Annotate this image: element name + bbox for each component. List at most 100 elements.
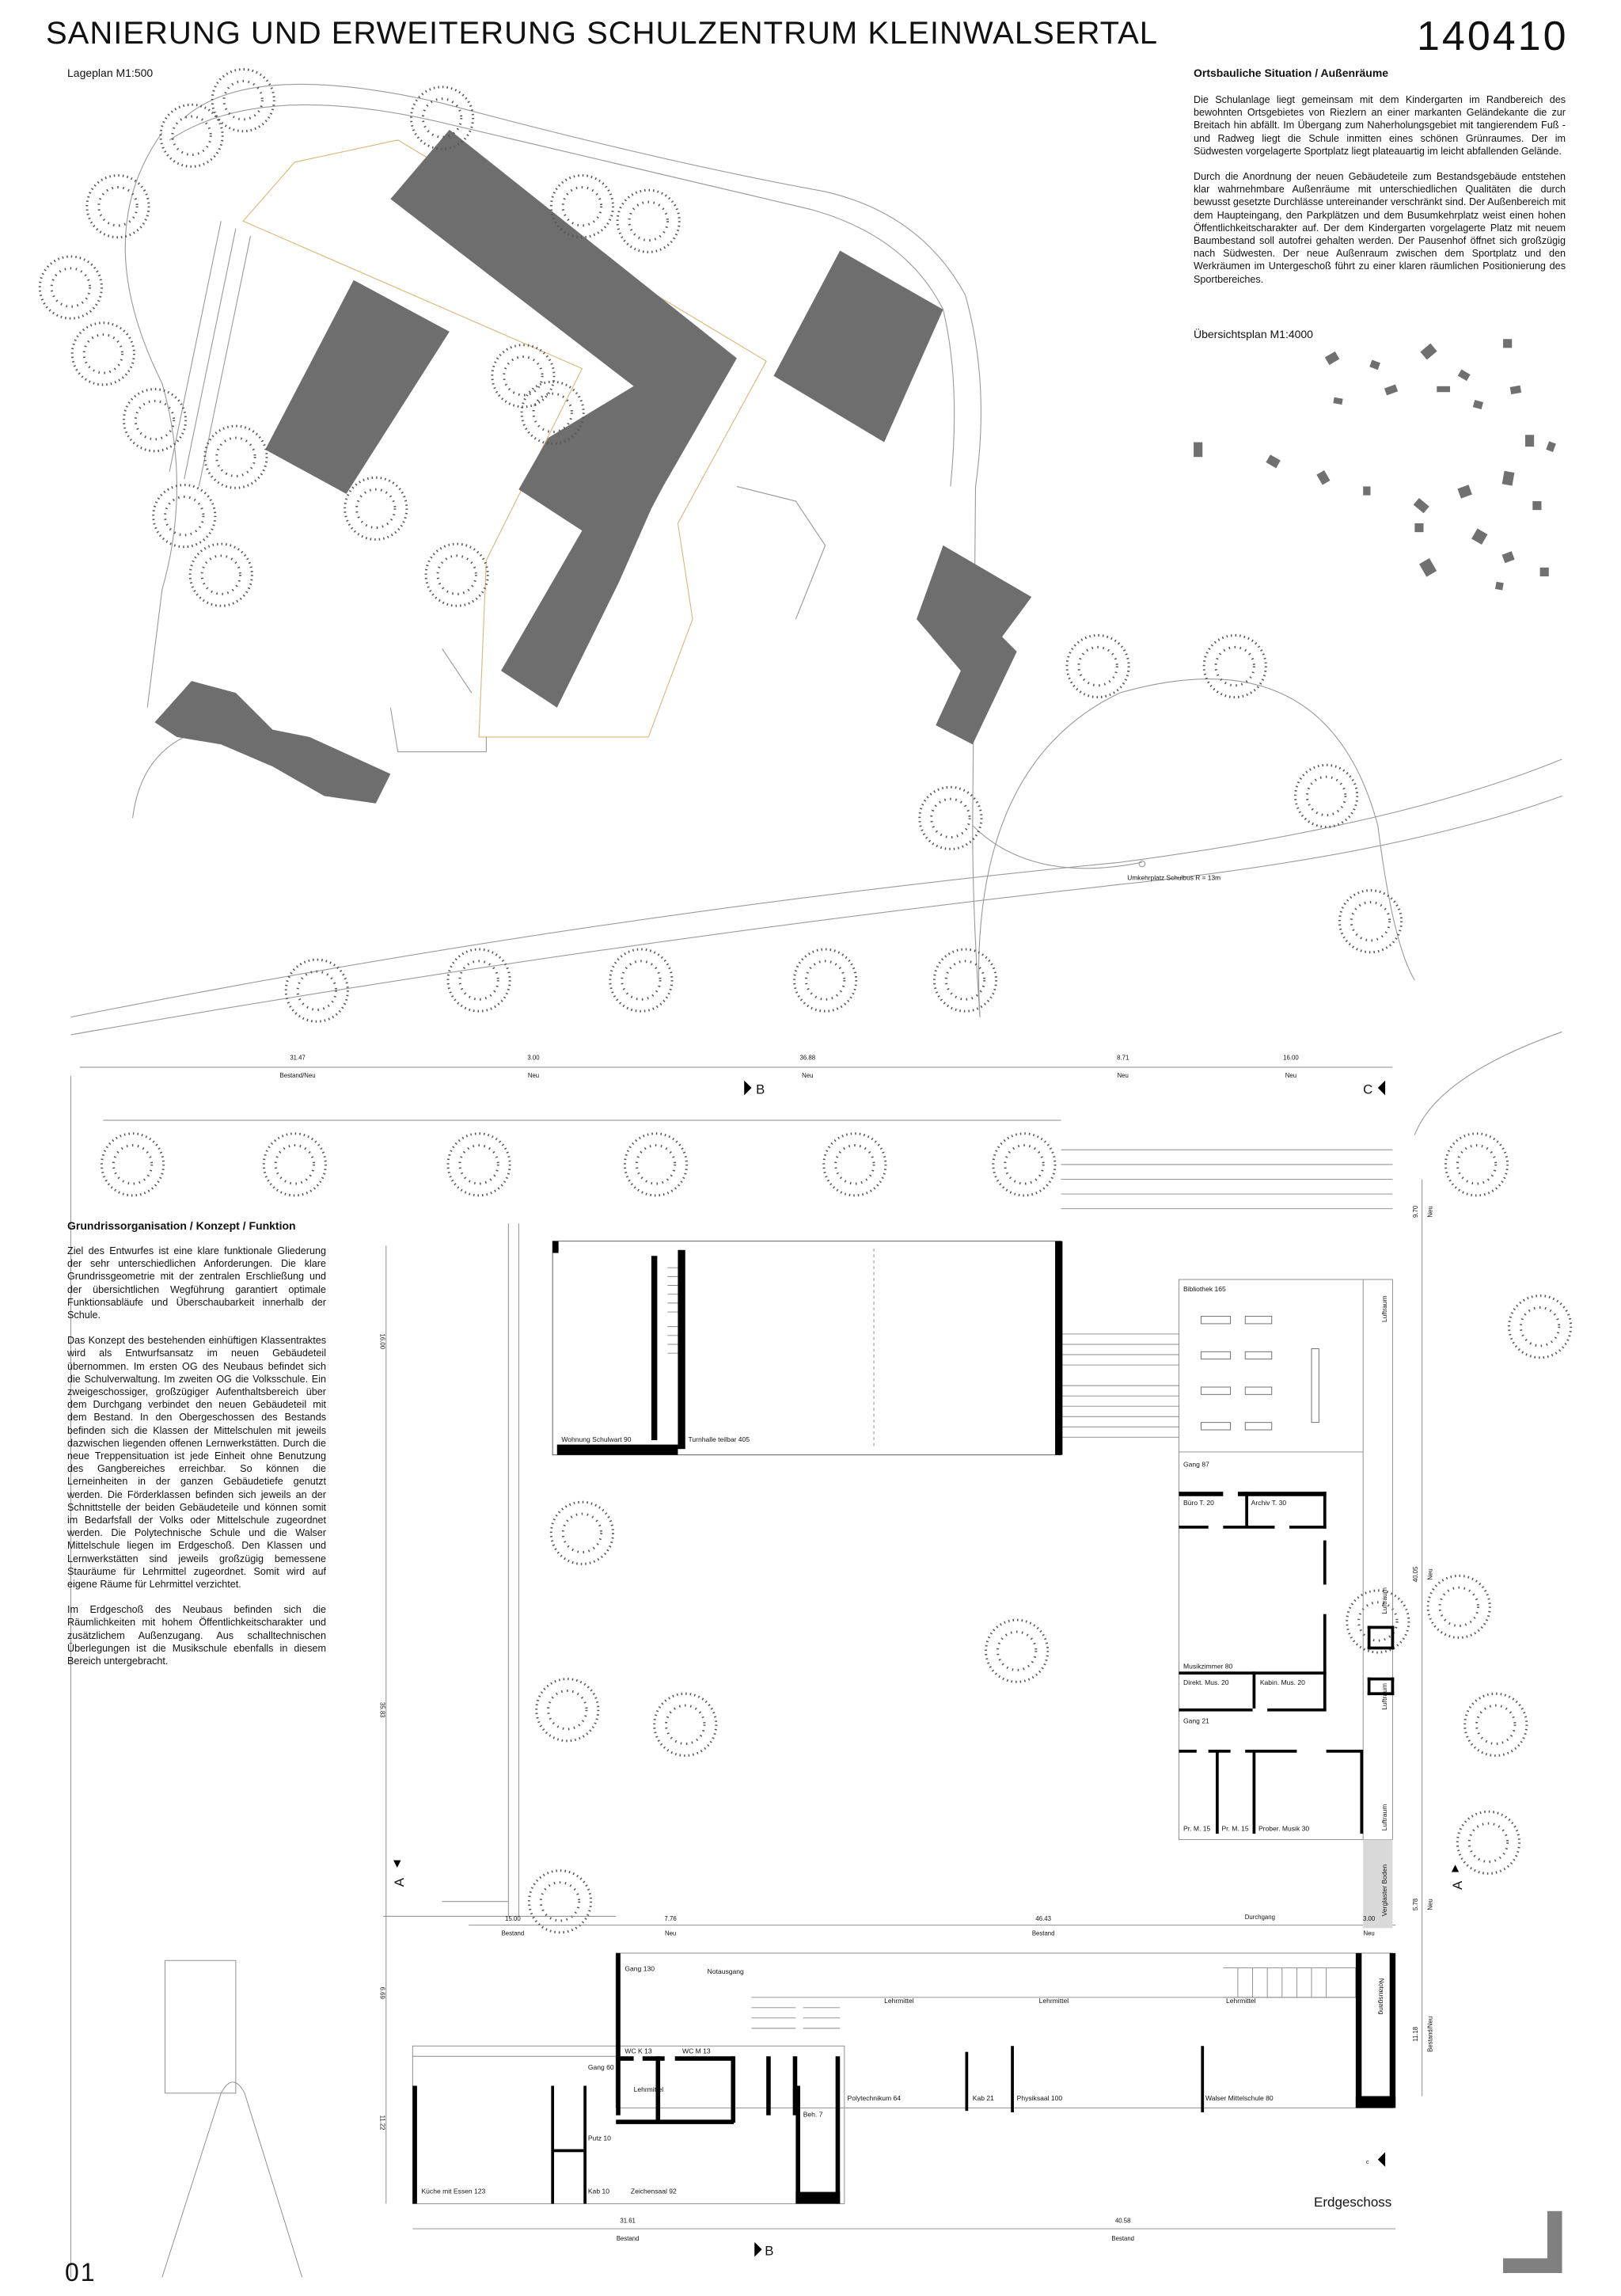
tree-icon: [1426, 1574, 1491, 1639]
paragraph: Ziel des Entwurfes ist eine klare funkti…: [67, 1245, 326, 1321]
tree-icon: [621, 960, 662, 1001]
tree-icon: [421, 97, 463, 139]
lower-block-outline: [412, 2045, 845, 2204]
overview-building: [1472, 400, 1484, 410]
room-label: Musikzimmer 80: [1183, 1663, 1232, 1671]
dim-value: 3.00: [1363, 1915, 1376, 1922]
tree-icon: [535, 1678, 600, 1743]
tree-icon: [561, 185, 603, 227]
overview-building: [1501, 470, 1515, 486]
section-markers: B C B A A c: [392, 1080, 1465, 2259]
tree-icon: [944, 960, 986, 1001]
tree-icon: [211, 68, 275, 133]
building-east: [917, 545, 1032, 745]
paragraph: Die Schulanlage liegt gemeinsam mit dem …: [1194, 94, 1566, 157]
tree-icon: [635, 1144, 677, 1185]
dim-note: Bestand: [1111, 2235, 1134, 2242]
tree-icon: [436, 554, 477, 595]
dim-note: Neu: [1427, 1899, 1434, 1910]
tree-icon: [203, 424, 268, 489]
tree-icon: [503, 355, 544, 397]
tree-icon: [1004, 1144, 1045, 1185]
tree-icon: [164, 495, 205, 537]
room-label: Turnhalle teilbar 405: [688, 1435, 750, 1443]
tree-icon: [152, 484, 217, 549]
room-label: Pr. M. 15: [1183, 1824, 1210, 1832]
tree-icon: [355, 488, 397, 530]
sports-field-edge: [165, 1960, 237, 2094]
tree-icon: [491, 344, 556, 409]
overview-building: [1539, 567, 1549, 576]
tree-icon: [1444, 1132, 1509, 1197]
building-main-l: [390, 129, 737, 708]
room-label: Physiksaal 100: [1017, 2094, 1063, 2102]
site-plan: [70, 83, 1562, 1135]
room-label: Wohnung Schulwart 90: [561, 1435, 631, 1443]
tree-icon: [1077, 645, 1118, 687]
room-label: Lehrmittel: [884, 1997, 914, 2005]
room-label: Beh. 7: [803, 2111, 823, 2119]
section-marker-a-right: [1451, 1865, 1460, 1872]
dim-value: 7.76: [665, 1915, 677, 1922]
tree-icon: [274, 1144, 316, 1185]
dim-value: 35.83: [378, 1702, 385, 1718]
dim-value: 16.00: [1283, 1055, 1299, 1062]
dim-note: Neu: [1427, 1206, 1434, 1217]
road: [70, 758, 1562, 1018]
dim-value: 9.70: [1412, 1205, 1419, 1218]
tree-icon: [188, 542, 253, 607]
room-label: WC M 13: [682, 2047, 711, 2055]
tree-icon: [1456, 1810, 1521, 1875]
dimension-labels: 31.47 Bestand/Neu 3.00 Neu 36.88 Neu 8.7…: [280, 1055, 1434, 2242]
tree-icon: [200, 554, 241, 595]
building-southwest: [154, 681, 391, 804]
tree-icon: [520, 380, 585, 445]
room-label: Luftraum: [1380, 1683, 1388, 1710]
site-plan-label: Lageplan M1:500: [67, 67, 154, 79]
overview-building: [1471, 528, 1488, 545]
room-label: Luftraum: [1380, 1804, 1388, 1831]
overview-building: [1503, 339, 1513, 348]
dim-note: Neu: [1427, 1568, 1434, 1579]
section-marker-c-bottom: [1377, 2152, 1386, 2167]
tree-icon: [1305, 775, 1347, 817]
gym-stairs: [667, 1267, 681, 1354]
building-west-block: [265, 279, 450, 494]
tree-icon: [628, 200, 669, 241]
project-title: SANIERUNG UND ERWEITERUNG SCHULZENTRUM K…: [46, 16, 1159, 51]
dim-note: Neu: [1285, 1072, 1296, 1079]
bus-turnaround-label: Umkehrplatz Schulbus R = 13m: [1127, 874, 1220, 882]
room-label: Lehrmittel: [634, 2085, 664, 2093]
room-label: Gang 130: [624, 1964, 655, 1972]
tree-icon: [171, 115, 212, 156]
tree-icon: [122, 388, 188, 453]
overview-plan-label: Übersichtsplan M1:4000: [1194, 328, 1313, 340]
tree-icon: [1467, 1822, 1509, 1863]
room-label: Pr. M. 15: [1221, 1824, 1248, 1832]
corner-mark: [1503, 2210, 1562, 2273]
urban-context-text: Die Schulanlage liegt gemeinsam mit dem …: [1194, 93, 1566, 298]
tree-icon: [932, 948, 998, 1013]
tree-icon: [918, 785, 983, 850]
tree-icon: [609, 948, 674, 1013]
room-label: Verglaster Boden: [1380, 1865, 1388, 1917]
concept-heading: Grundrissorganisation / Konzept / Funkti…: [67, 1219, 296, 1232]
room-label: Kabin. Mus. 20: [1260, 1678, 1305, 1686]
room-label: Kab 21: [973, 2094, 994, 2102]
room-label: Direkt. Mus. 20: [1183, 1678, 1229, 1686]
tree-icon: [134, 399, 176, 441]
overview-building: [1324, 351, 1340, 365]
section-b-label: B: [756, 1081, 765, 1097]
overview-building: [1437, 386, 1451, 393]
overview-building: [1363, 486, 1371, 496]
dim-value: 31.61: [620, 2218, 636, 2225]
tree-icon: [159, 103, 224, 168]
tree-icon: [549, 1500, 615, 1565]
room-label: Bibliothek 165: [1183, 1285, 1226, 1293]
tree-icon: [262, 1132, 327, 1197]
tree-icon: [1456, 1144, 1498, 1185]
tree-icon: [1463, 1692, 1528, 1757]
floor-plan: [70, 1066, 1423, 2278]
glass-floor: [1363, 1839, 1393, 1929]
dim-value: 36.88: [800, 1055, 816, 1062]
